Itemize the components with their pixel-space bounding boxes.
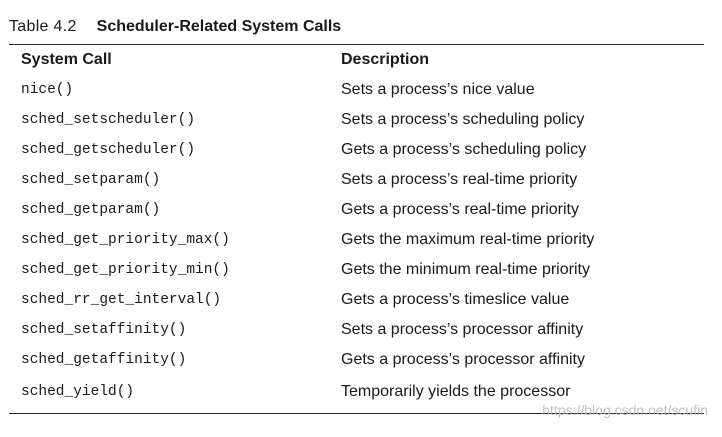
system-call-cell: nice() (21, 82, 74, 98)
system-call-cell: sched_setscheduler() (21, 112, 196, 128)
system-call-cell: sched_get_priority_max() (21, 232, 230, 248)
description-cell: Sets a process’s nice value (341, 81, 535, 98)
table-row: sched_get_priority_max() Gets the maximu… (9, 225, 704, 255)
system-call-cell: sched_setaffinity() (21, 322, 187, 338)
table-row: sched_rr_get_interval() Gets a process’s… (9, 285, 704, 315)
description-cell: Sets a process’s scheduling policy (341, 111, 585, 128)
bottom-rule (9, 413, 704, 414)
system-call-cell: sched_rr_get_interval() (21, 292, 222, 308)
system-call-cell: sched_setparam() (21, 172, 161, 188)
description-cell: Temporarily yields the processor (341, 382, 571, 400)
table-title: Scheduler-Related System Calls (96, 18, 342, 35)
description-cell: Sets a process’s real-time priority (341, 171, 578, 188)
table-row: sched_getparam() Gets a process’s real-t… (9, 195, 704, 225)
system-call-cell: sched_get_priority_min() (21, 262, 230, 278)
header-system-call: System Call (21, 51, 112, 68)
description-cell: Gets a process’s real-time priority (341, 201, 579, 218)
table-row: sched_getscheduler() Gets a process’s sc… (9, 135, 704, 165)
description-cell: Gets a process’s scheduling policy (341, 141, 587, 158)
header-description: Description (341, 51, 430, 68)
table-row: sched_setaffinity() Sets a process’s pro… (9, 315, 704, 345)
system-call-cell: sched_getaffinity() (21, 352, 187, 368)
watermark-url: https://blog.csdn.net/scufin (542, 402, 708, 418)
table-row: sched_setscheduler() Sets a process’s sc… (9, 105, 704, 135)
table-number: Table 4.2 (9, 18, 77, 35)
table-row: nice() Sets a process’s nice value (9, 75, 704, 105)
description-cell: Gets a process’s processor affinity (341, 351, 585, 368)
table-row: sched_setparam() Sets a process’s real-t… (9, 165, 704, 195)
description-cell: Sets a process’s processor affinity (341, 321, 584, 338)
table-caption: Table 4.2 Scheduler-Related System Calls (9, 18, 341, 36)
table-row: sched_get_priority_min() Gets the minimu… (9, 255, 704, 285)
header-row: System Call Description (9, 45, 704, 75)
system-calls-table: System Call Description nice() Sets a pr… (9, 45, 704, 408)
table-row: sched_getaffinity() Gets a process’s pro… (9, 345, 704, 375)
system-call-cell: sched_yield() (21, 383, 135, 400)
top-rule (9, 44, 704, 45)
system-call-cell: sched_getparam() (21, 202, 161, 218)
description-cell: Gets a process’s timeslice value (341, 291, 570, 308)
description-cell: Gets the maximum real-time priority (341, 231, 595, 248)
table-row: sched_yield() Temporarily yields the pro… (9, 375, 704, 408)
system-call-cell: sched_getscheduler() (21, 142, 196, 158)
description-cell: Gets the minimum real-time priority (341, 261, 590, 278)
